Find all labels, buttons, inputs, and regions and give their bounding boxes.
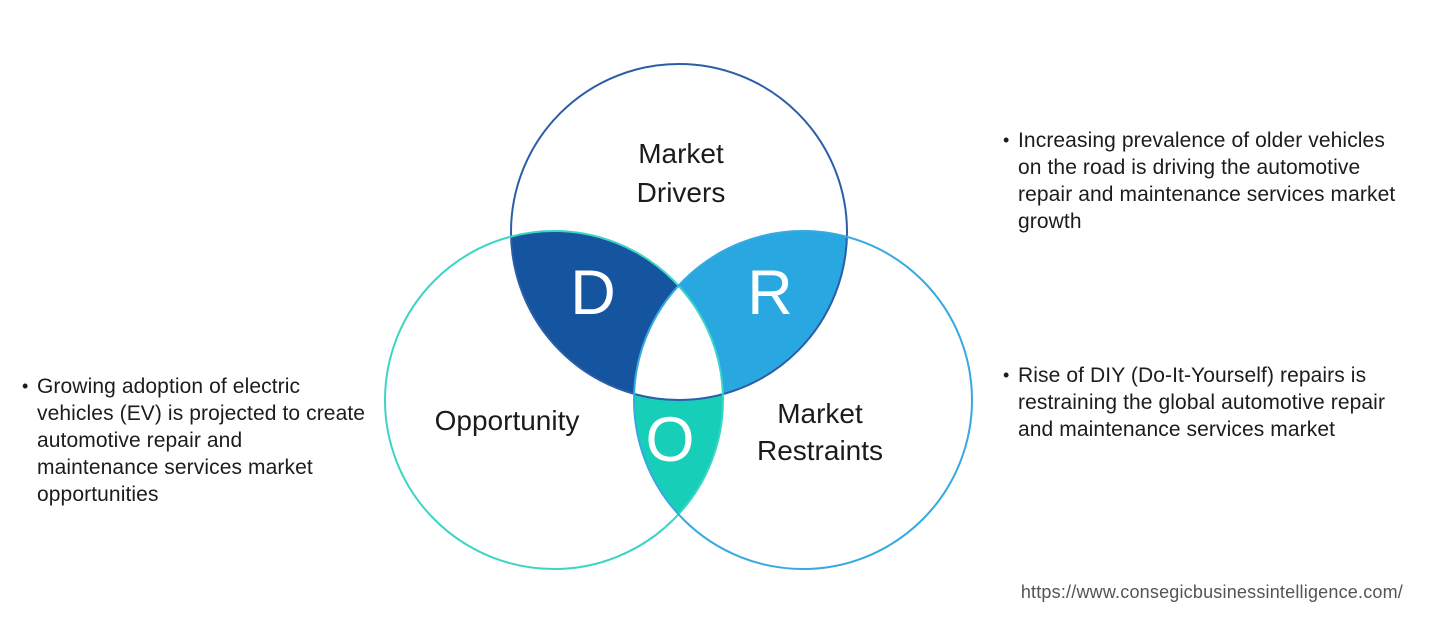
overlap-drivers-restraints xyxy=(634,231,847,400)
bullet-marker: • xyxy=(1003,365,1010,385)
opportunity-circle xyxy=(384,230,724,570)
opportunity-label: Opportunity xyxy=(435,405,580,436)
bullet-marker: • xyxy=(22,376,29,396)
restraints-label-line1: Market xyxy=(777,398,863,429)
opportunity-bullet: • Growing adoption of electric vehicles … xyxy=(22,373,367,508)
driver-note: Increasing prevalence of older vehicles … xyxy=(1018,129,1396,233)
restraint-note: Rise of DIY (Do-It-Yourself) repairs is … xyxy=(1018,364,1386,441)
drivers-circle xyxy=(510,63,848,401)
drivers-overlap-letter: D xyxy=(570,258,616,328)
restraints-label-line2: Restraints xyxy=(757,435,883,466)
drivers-label-line1: Market xyxy=(638,138,724,169)
source-url: https://www.consegicbusinessintelligence… xyxy=(1020,582,1403,602)
opportunity-note: Growing adoption of electric vehicles (E… xyxy=(37,375,366,506)
drivers-label-line2: Drivers xyxy=(637,177,726,208)
restraints-overlap-letter: R xyxy=(747,258,793,328)
overlap-drivers-opportunity xyxy=(511,231,723,400)
bullet-marker: • xyxy=(1003,130,1010,150)
driver-bullet: • Increasing prevalence of older vehicle… xyxy=(1003,127,1413,235)
restraints-circle xyxy=(633,230,973,570)
restraint-bullet: • Rise of DIY (Do-It-Yourself) repairs i… xyxy=(1003,362,1413,443)
opportunity-overlap-letter: O xyxy=(645,405,694,475)
